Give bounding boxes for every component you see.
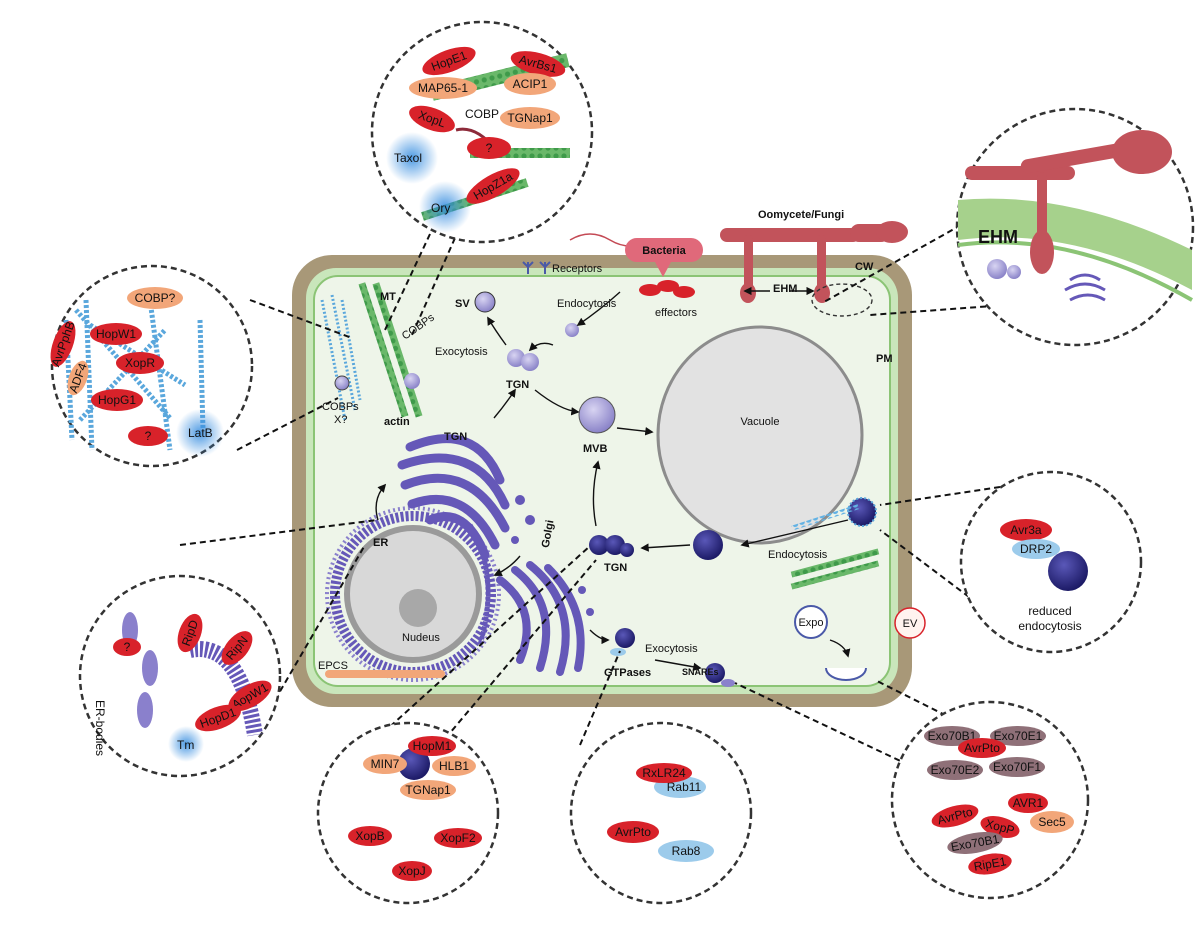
connector-lines [179,219,1007,831]
exo-sec5: Sec5 [1038,815,1066,829]
pm-label: PM [876,353,893,365]
inset-actin: COBP? AvrPphB HopW1 ADF4 XopR HopG1 ? La… [48,264,254,468]
receptors-label: Receptors [552,263,603,275]
tgn-top-label: TGN [506,379,529,391]
inset-microtubule: HopE1 AvrBs1 MAP65-1 ACIP1 XopL COBP TGN… [370,20,594,244]
mt-q: ? [486,141,493,155]
ev-label: EV [903,618,918,630]
sv-label: SV [455,298,470,310]
effectors-label: effectors [655,307,697,319]
exo-avrpto1: AvrPto [964,741,1000,755]
vacuole-label: Vacuole [741,416,780,428]
er-label: ER [373,537,388,549]
tgn-min7: MIN7 [371,757,400,771]
epcs-label: EPCS [318,660,348,672]
endocytosis-right-label: Endocytosis [768,549,828,561]
mt-ory: Ory [431,201,450,215]
endo-reduced1: reduced [1028,604,1071,618]
rab-rab11: Rab11 [667,780,702,794]
expo-label: Expo [798,617,823,629]
er-q: ? [124,640,131,654]
ehm-label: EHM [773,283,797,295]
rab-rab8: Rab8 [672,844,701,858]
bacteria-label: Bacteria [642,245,686,257]
exocytosis-top-label: Exocytosis [435,346,488,358]
bacteria: Bacteria effectors [569,233,703,319]
actin-cobpq: COBP? [135,291,176,305]
inset-endocytosis: Avr3a DRP2 reduced endocytosis [959,470,1143,654]
golgi-top [397,434,510,560]
vacuole: Vacuole [656,325,864,545]
exo-exo70e2: Exo70E2 [931,763,980,777]
mvb-label: MVB [583,443,608,455]
rab-avrpto: AvrPto [615,825,651,839]
inset-tgn: HopM1 MIN7 HLB1 TGNap1 XopB XopF2 XopJ [316,721,500,905]
cell-actin [320,294,362,421]
endocytosis-top-label: Endocytosis [557,298,617,310]
exo-avr1: AVR1 [1013,796,1044,810]
mt-taxol: Taxol [394,151,422,165]
tgn-hopm1: HopM1 [413,739,452,753]
inset-rab: Rab11 RxLR24 Rab8 AvrPto [569,721,753,905]
oomycete-label: Oomycete/Fungi [758,209,844,221]
tgn-bottom-label: TGN [604,562,627,574]
inset-er: ? ER-bodies RipD RipN AopW1 HopD1 Tm [78,574,282,778]
ev: EV [894,607,926,639]
gtpases-label: GTPases [604,667,651,679]
tgn-golgi-label: TGN [444,431,467,443]
nucleus-label: Nudeus [402,632,440,644]
mt-map65: MAP65-1 [418,81,468,95]
cobps-left-label: COBPs [322,401,359,413]
cell-arrows [375,286,851,671]
er-tm: Tm [177,738,194,752]
tgn-bottom: TGN [589,535,634,574]
inset-ehm: EHM [955,107,1195,347]
actin-latb: LatB [188,426,213,440]
snares-label: SNAREs [682,667,719,677]
actin-xopr: XopR [125,356,155,370]
er-erbodies: ER-bodies [93,700,107,756]
tgn-xopf2: XopF2 [440,831,476,845]
tgn-hlb1: HLB1 [439,759,469,773]
golgi-label: Golgi [540,519,557,549]
ehm-inset-label: EHM [978,227,1018,247]
tgn-xopb: XopB [355,829,384,843]
receptors [522,261,551,274]
exo-ripe1: RipE1 [973,854,1008,874]
exocytosis-bottom-label: Exocytosis [645,643,698,655]
tgn-tgnap1: TGNap1 [405,783,451,797]
mt-tgnap1: TGNap1 [507,111,553,125]
rab-rxlr24: RxLR24 [642,766,686,780]
mt-label: MT [380,291,396,303]
endo-reduced2: endocytosis [1018,619,1081,633]
endo-avr3a: Avr3a [1010,523,1041,537]
tgn-xopj: XopJ [398,864,425,878]
actin-q: ? [145,429,152,443]
actin-hopw1: HopW1 [96,327,136,341]
expo: Expo [794,605,867,681]
golgi-bottom [496,561,585,676]
oomycete-hypha [720,221,908,303]
nucleus-er: Nudeus ER EPCS [318,506,501,682]
mt-acip1: ACIP1 [513,77,548,91]
inset-exocyst: Exo70B1 Exo70E1 AvrPto Exo70E2 Exo70F1 A… [890,700,1090,900]
endo-drp2: DRP2 [1020,542,1052,556]
actin-label: actin [384,416,410,428]
xq-label: X? [334,414,347,426]
exo-exo70f1: Exo70F1 [993,760,1041,774]
actin-hopg1: HopG1 [98,393,136,407]
mt-cobp: COBP [465,107,499,121]
exo-exo70e1: Exo70E1 [994,729,1043,743]
cw-label: CW [855,261,874,273]
exo-exo70b1: Exo70B1 [928,729,977,743]
